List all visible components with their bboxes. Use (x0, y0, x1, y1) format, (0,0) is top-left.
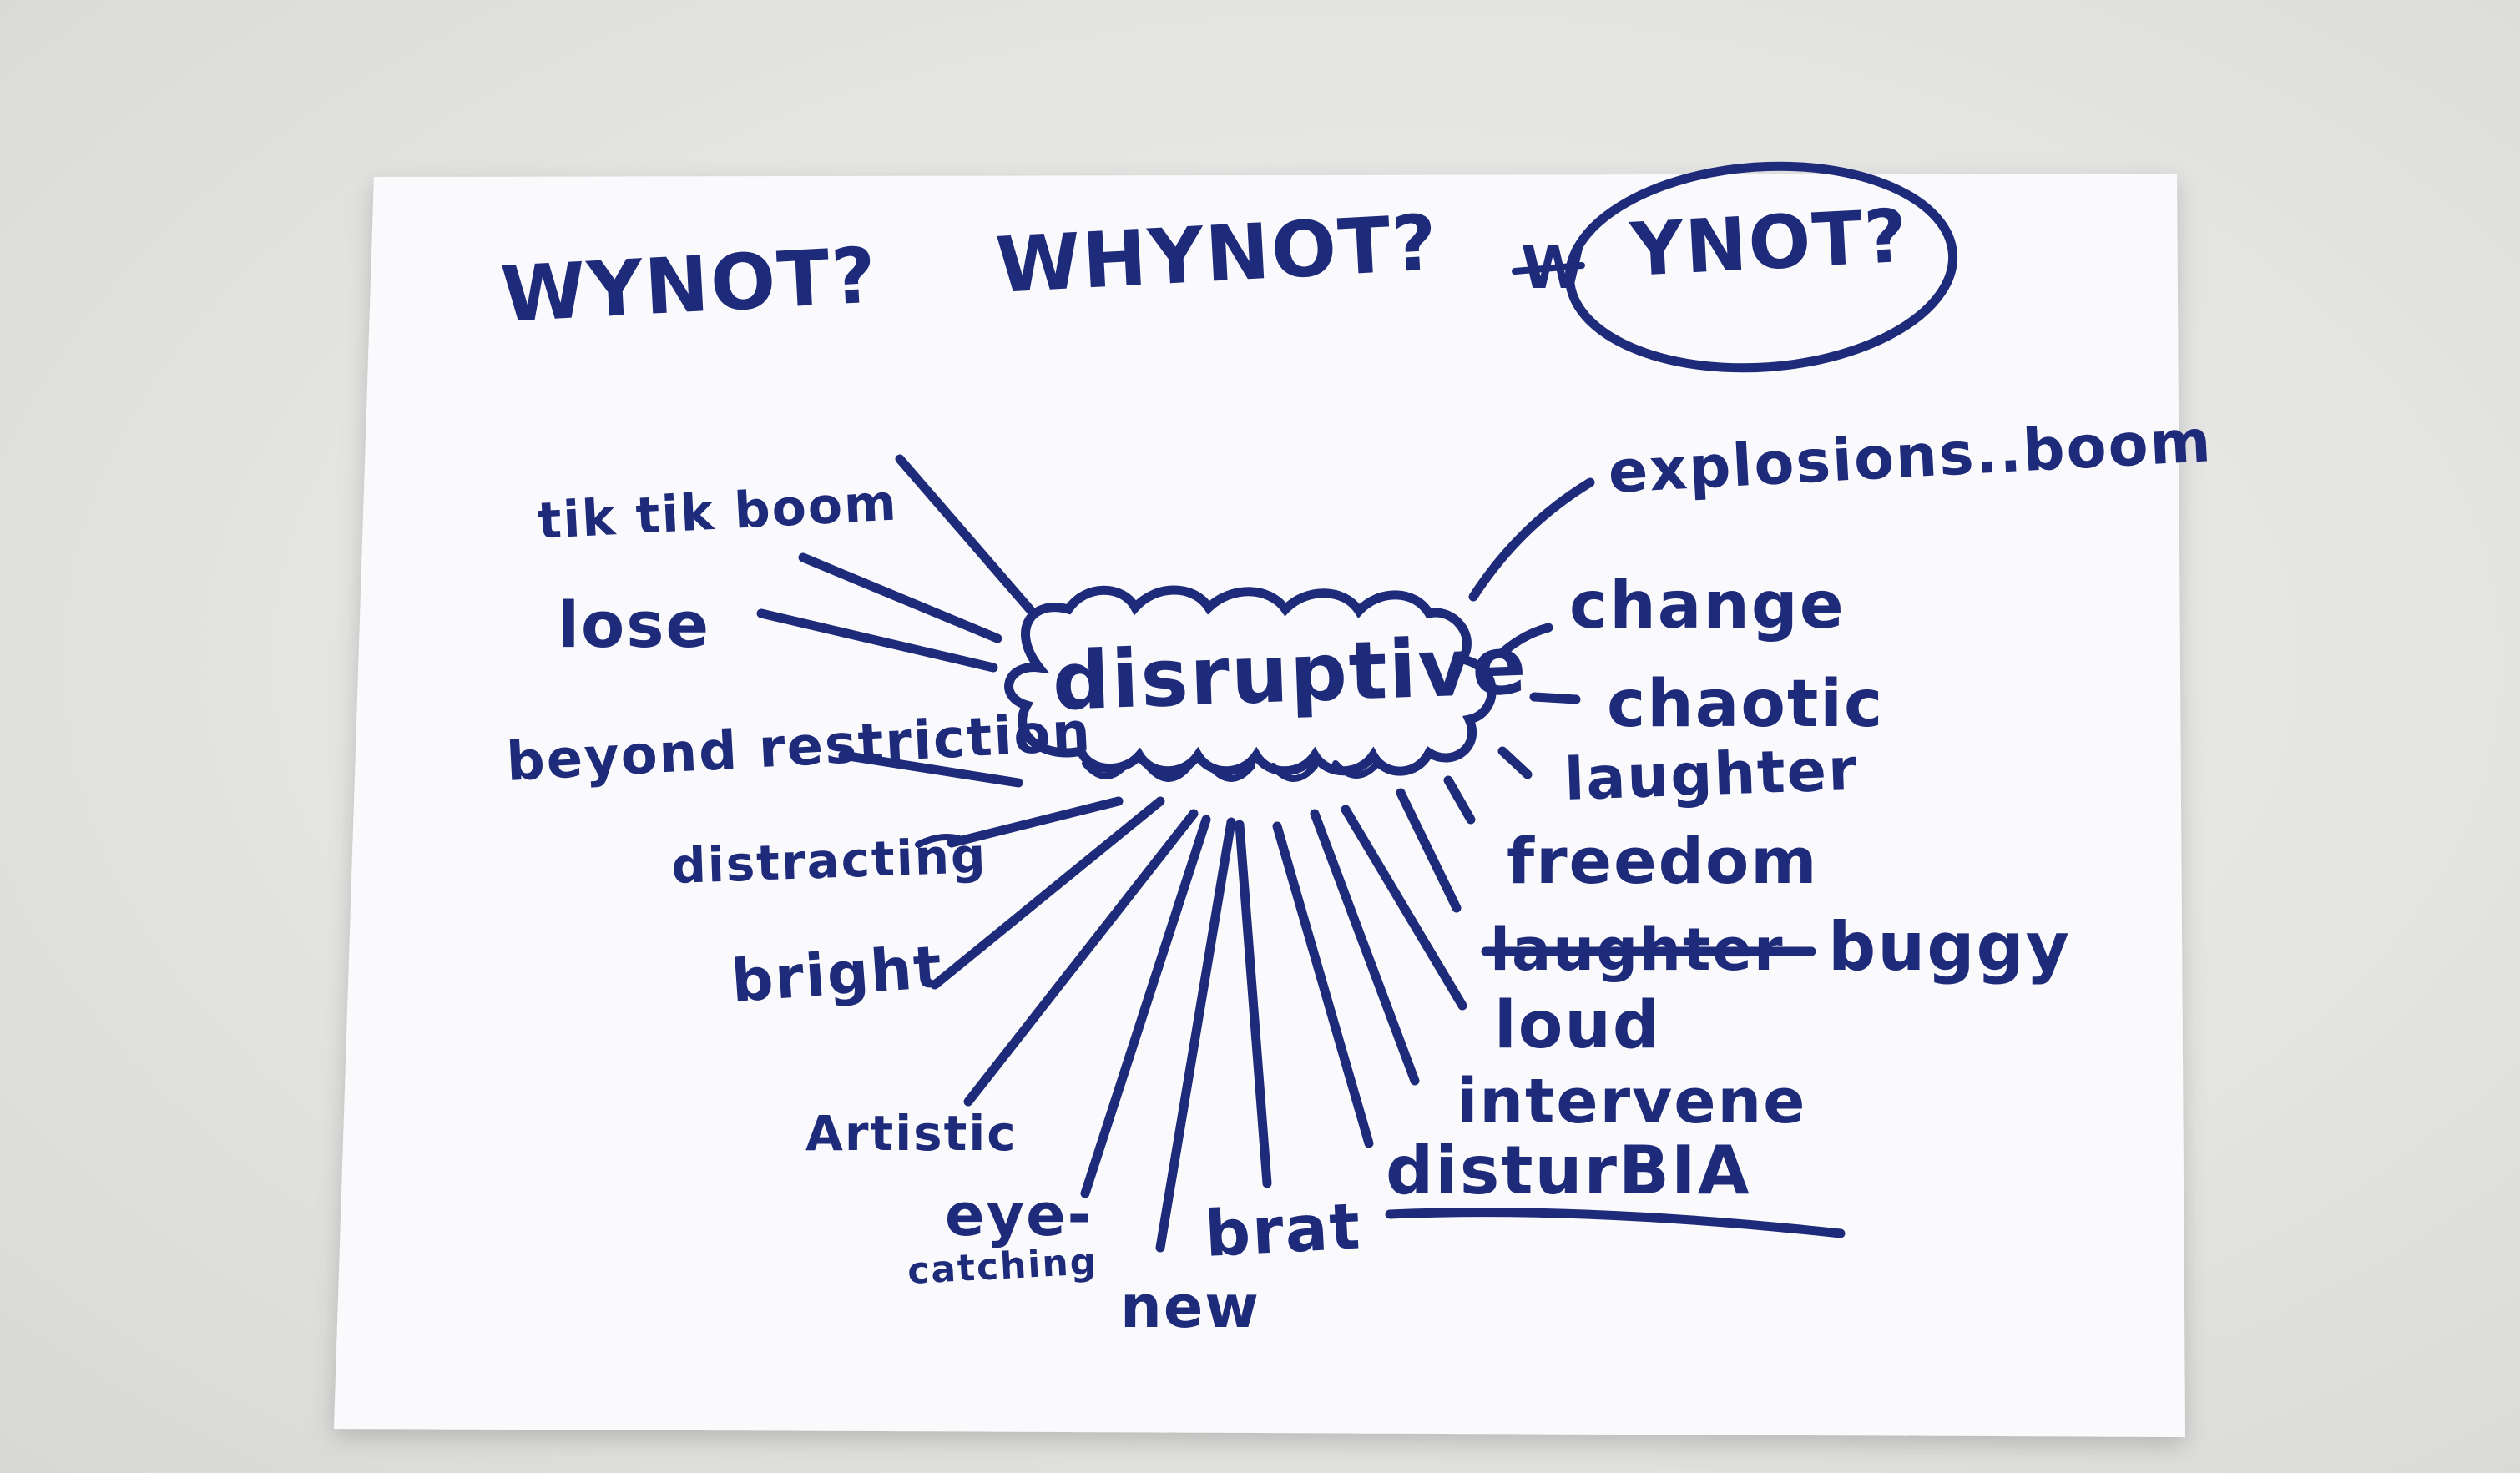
line-explosions (1468, 477, 1595, 602)
cloud-outline (1004, 585, 1497, 776)
word-new: new (1120, 1273, 1260, 1341)
line-distracting (947, 796, 1124, 848)
word-disturbia: disturBIA (1386, 1132, 1751, 1209)
line-intervene (1310, 809, 1420, 1086)
underline-disturbia (1385, 1208, 1846, 1238)
word-laughter: laughter (1563, 735, 1860, 814)
title-ynot-circled: YNOT? (1628, 193, 1911, 293)
cloud-scallops (1082, 760, 1381, 782)
connector-lines (756, 454, 1595, 1253)
line-brat (1235, 820, 1272, 1188)
title-wynot: WYNOT? (499, 230, 880, 339)
word-lose: lose (558, 588, 710, 662)
line-chaotic (1529, 692, 1581, 704)
line-laughter (1497, 746, 1533, 779)
word-loud: loud (1494, 988, 1661, 1063)
word-chaotic: chaotic (1607, 667, 1884, 742)
paper-sheet (334, 174, 2185, 1437)
line-buggy (1396, 788, 1462, 913)
word-change: change (1569, 568, 1846, 643)
word-intervene: intervene (1457, 1066, 1806, 1138)
line-artistic (963, 809, 1199, 1107)
word-buggy: buggy (1828, 908, 2071, 986)
line-beyond-restriction (838, 750, 1023, 788)
line-eye-catching (1080, 815, 1211, 1198)
line-loud (1341, 805, 1467, 1011)
line-disturbia (1272, 821, 1374, 1148)
word-catching: catching (906, 1240, 1098, 1293)
word-freedom: freedom (1507, 824, 1818, 898)
line-new (1155, 817, 1236, 1253)
underline-distracting (915, 834, 967, 848)
center-word: disruptive (1051, 618, 1529, 729)
line-lose-b (756, 608, 998, 673)
word-bright: bright (729, 932, 945, 1016)
line-bright (930, 796, 1165, 990)
word-brat: brat (1203, 1188, 1363, 1271)
line-lose-a (798, 552, 1002, 643)
word-artistic: Artistic (805, 1105, 1018, 1162)
circle-ynot (1564, 161, 1958, 373)
line-freedom (1443, 775, 1476, 825)
word-eye: eye- (945, 1181, 1093, 1249)
line-change (1497, 623, 1553, 658)
line-tik-tik-boom (895, 454, 1038, 618)
